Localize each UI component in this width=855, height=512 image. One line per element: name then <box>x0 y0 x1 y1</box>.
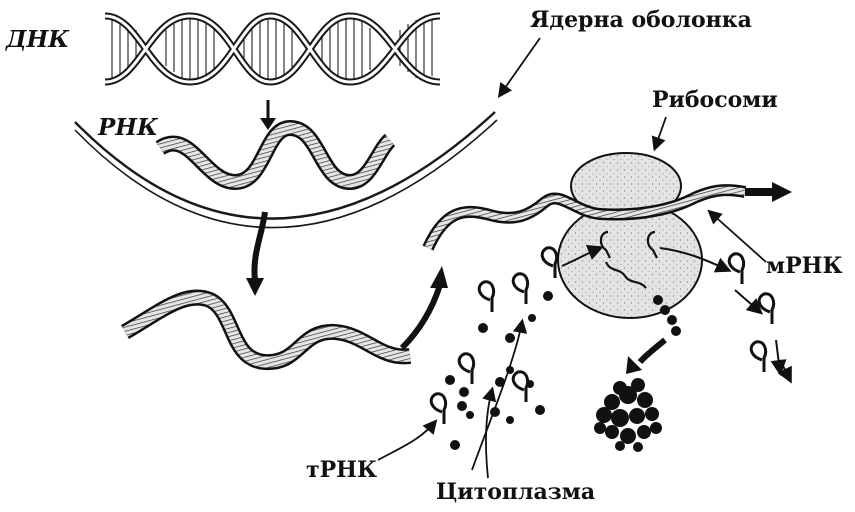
nuclear-envelope-label: Ядерна оболонка <box>530 8 752 32</box>
rna-ribbon-nucleus <box>160 128 390 182</box>
folded-protein <box>594 378 662 452</box>
transcription-arrow <box>260 100 276 130</box>
cytoplasm-label: Цитоплазма <box>436 480 595 504</box>
mrna-ribbon-cytoplasm <box>125 298 410 363</box>
mrna-label: мРНК <box>766 254 842 278</box>
dna-double-helix <box>105 16 440 82</box>
to-ribosome-arrow <box>402 266 448 348</box>
ribosome <box>558 153 702 318</box>
amino-acids <box>445 291 553 450</box>
trna-label: тРНК <box>306 458 377 482</box>
dna-label: ДНК <box>6 28 69 52</box>
ribosomes-label: Рибосоми <box>652 88 778 112</box>
rna-label: РНК <box>98 116 158 140</box>
export-arrow <box>246 212 265 296</box>
to-protein-arrow <box>626 340 665 374</box>
